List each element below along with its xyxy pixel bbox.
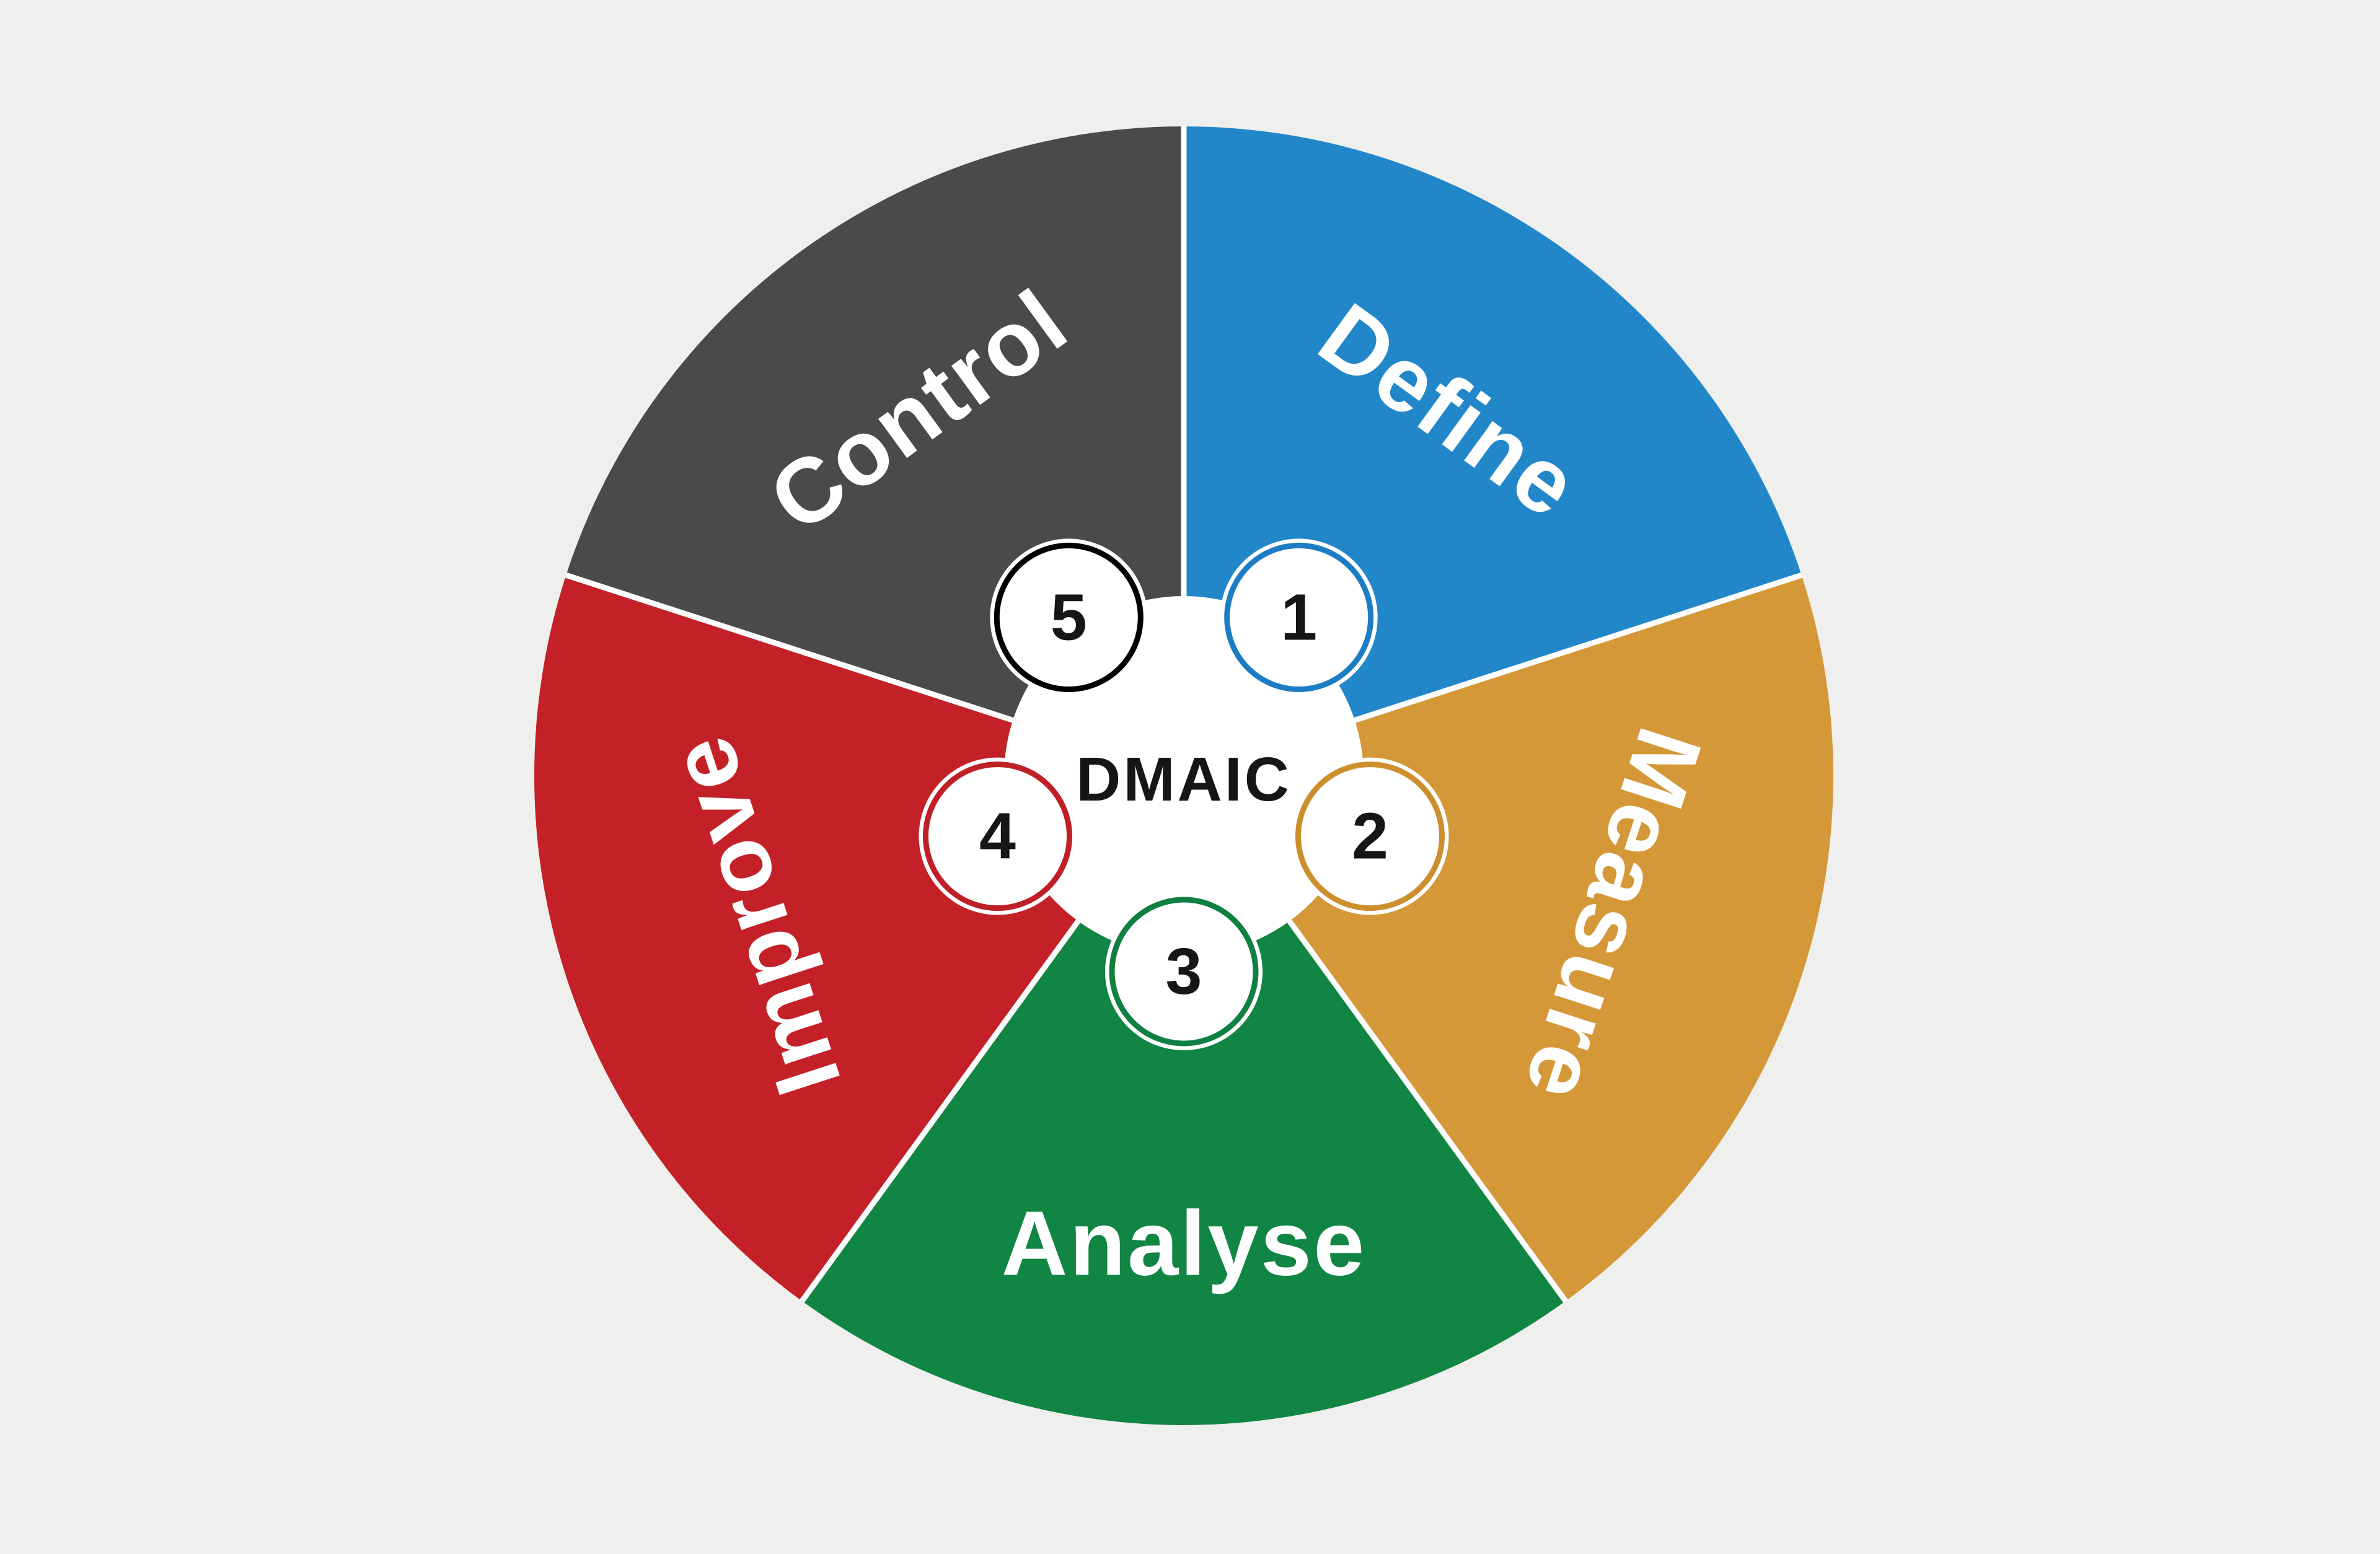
badge-number-2: 2 <box>1352 800 1388 873</box>
segment-analyse <box>802 776 1566 1425</box>
badge-number-5: 5 <box>1051 581 1087 654</box>
segment-label-analyse: Analyse <box>1002 1193 1367 1295</box>
center-label: DMAIC <box>1076 745 1292 814</box>
badge-ring-5 <box>994 542 1144 692</box>
badges-layer: 1 2 3 4 5 <box>919 538 1449 1050</box>
badge-ring-3 <box>1109 897 1259 1047</box>
badge-number-4: 4 <box>979 800 1016 873</box>
badge-ring-4 <box>923 762 1072 911</box>
badge-number-1: 1 <box>1280 581 1317 654</box>
badge-number-3: 3 <box>1166 935 1202 1008</box>
badge-ring-1 <box>1224 542 1374 692</box>
badge-ring-2 <box>1295 762 1445 911</box>
